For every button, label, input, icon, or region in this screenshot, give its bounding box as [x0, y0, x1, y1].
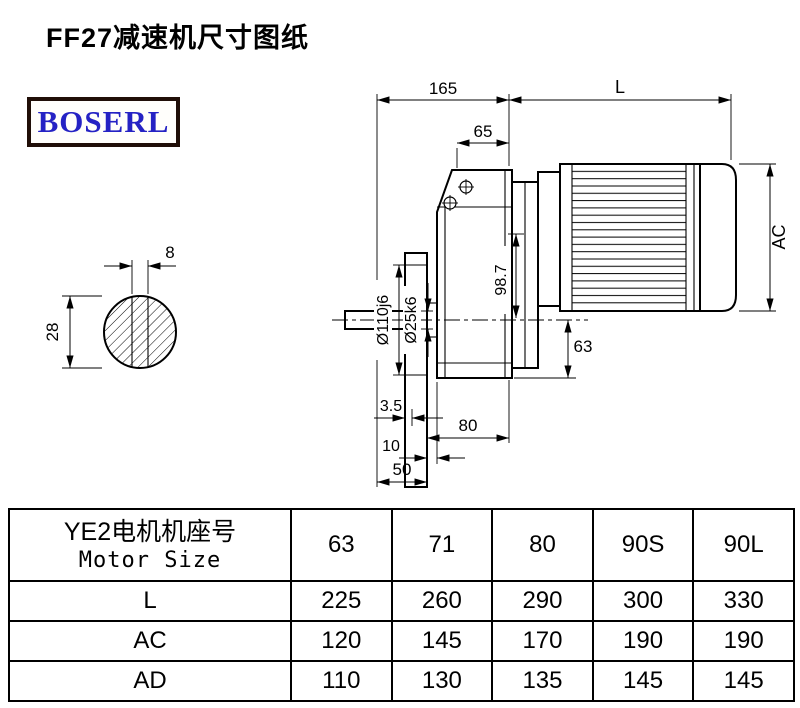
dim-key-width-label: 8: [165, 243, 174, 262]
motor-flange: [537, 171, 561, 307]
motor-size-header-cell: YE2电机机座号 Motor Size: [8, 508, 292, 582]
brand-logo-text: BOSERL: [37, 104, 170, 139]
motor-cooling-fins: [572, 166, 686, 308]
dim-10-label: 10: [382, 438, 400, 455]
table-cell: 130: [390, 660, 494, 702]
table-cell: 330: [692, 580, 795, 622]
table-cell: 300: [591, 580, 695, 622]
table-row-AC: AC 120 145 170 190 190: [8, 620, 795, 662]
dim-center-height-label: 98.7: [493, 264, 510, 295]
row-label-AC: AC: [8, 620, 292, 662]
dim-65-label: 65: [474, 122, 493, 141]
dim-shaft-dia-label: Ø25k6: [403, 296, 420, 343]
table-cell: 135: [491, 660, 594, 702]
table-cell: 260: [390, 580, 494, 622]
dim-key-height-label: 28: [43, 323, 62, 342]
dim-50-label: 50: [393, 460, 412, 479]
fan-cowl: [699, 163, 737, 312]
table-cell: 145: [692, 660, 795, 702]
row-label-L: L: [8, 580, 292, 622]
shaft-section-circle: [103, 295, 177, 369]
dim-165-label: 165: [429, 79, 457, 98]
table-header-row: YE2电机机座号 Motor Size 63 71 80 90S 90L: [8, 508, 795, 582]
motor-size-header-en: Motor Size: [78, 548, 222, 574]
size-col-90l: 90L: [692, 508, 795, 582]
dim-ac-label: AC: [769, 224, 789, 249]
table-cell: 145: [591, 660, 695, 702]
dim-flange-dia-label: Ø110j6: [375, 295, 392, 346]
shaft-cross-section: 8 28: [43, 243, 177, 369]
table-row-AD: AD 110 130 135 145 145: [8, 660, 795, 702]
table-cell: 225: [290, 580, 393, 622]
table-cell: 190: [692, 620, 795, 662]
gear-housing: [436, 169, 513, 379]
table-cell: 120: [290, 620, 393, 662]
dim-motor-length-label: L: [615, 77, 625, 97]
dimension-table: YE2电机机座号 Motor Size 63 71 80 90S 90L L 2…: [8, 508, 795, 702]
motor-size-header-cn: YE2电机机座号: [63, 517, 237, 546]
housing-bolt-holes: [442, 179, 474, 211]
row-label-AD: AD: [8, 660, 292, 702]
dim-63-label: 63: [574, 337, 593, 356]
brand-logo: BOSERL: [27, 97, 180, 147]
table-cell: 190: [591, 620, 695, 662]
dim-3-5-label: 3.5: [380, 398, 402, 415]
size-col-63: 63: [290, 508, 393, 582]
dimension-annotations: 165 L 65 AC Ø110j6 Ø25k6: [374, 77, 789, 487]
table-cell: 170: [491, 620, 594, 662]
table-cell: 290: [491, 580, 594, 622]
technical-drawing: 8 28: [43, 77, 789, 488]
table-cell: 145: [390, 620, 494, 662]
dim-80-label: 80: [459, 416, 478, 435]
size-col-71: 71: [390, 508, 494, 582]
table-cell: 110: [290, 660, 393, 702]
table-row-L: L 225 260 290 300 330: [8, 580, 795, 622]
size-col-90s: 90S: [591, 508, 695, 582]
size-col-80: 80: [491, 508, 594, 582]
page-title: FF27减速机尺寸图纸: [46, 23, 310, 53]
